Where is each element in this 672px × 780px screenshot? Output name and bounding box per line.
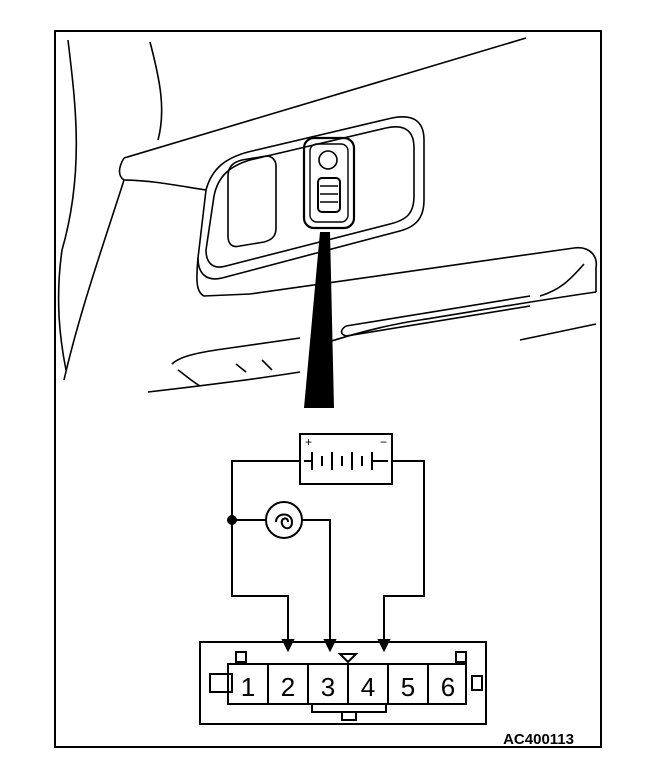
figure-code: AC400113 — [503, 731, 574, 748]
battery-minus-sign: − — [380, 435, 387, 449]
connector — [199, 641, 487, 725]
pin-3: 3 — [321, 672, 335, 702]
connector-pin-labels: 1 2 3 4 5 6 — [241, 672, 455, 702]
callout-pointer — [304, 232, 334, 408]
dashboard-illustration — [57, 37, 598, 393]
wiring-schematic — [231, 433, 425, 653]
pin-6: 6 — [441, 672, 455, 702]
pin-1: 1 — [241, 672, 255, 702]
pin-2: 2 — [281, 672, 295, 702]
battery-plus-sign: + — [305, 435, 312, 449]
pin-5: 5 — [401, 672, 415, 702]
battery-box — [299, 433, 393, 485]
junction-dot — [227, 515, 237, 525]
pin-4: 4 — [361, 672, 375, 702]
